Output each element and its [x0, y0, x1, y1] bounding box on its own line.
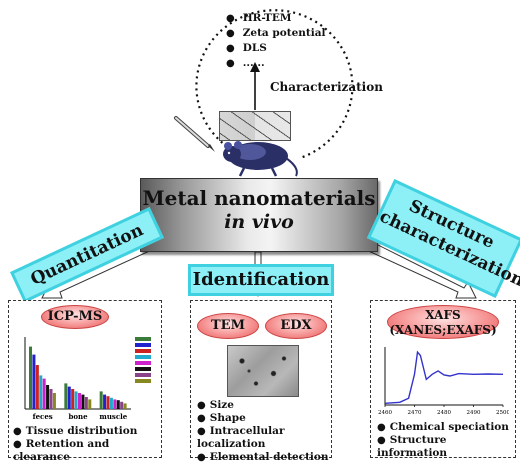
method-item: Zeta potential [226, 26, 326, 41]
x-tick-label: 2480 [437, 410, 451, 416]
xafs-spectrum-line [384, 350, 504, 404]
bar-mark [67, 386, 71, 409]
bar-mark [116, 400, 120, 409]
bar-mark [78, 393, 82, 409]
method-item: ...... [226, 56, 326, 71]
legend-swatch [135, 349, 151, 353]
central-subtitle: in vivo [224, 211, 294, 233]
xafs-line2: (XANES;EXAFS) [389, 323, 497, 337]
identification-bullets: Size Shape Intracellular localization El… [197, 399, 331, 464]
bar-mark [88, 399, 92, 409]
bar-mark [39, 375, 43, 409]
x-tick-label: 2500 [496, 410, 509, 416]
icpms-pill: ICP-MS [41, 305, 109, 329]
icpms-bar-chart: feces bone muscle [24, 337, 151, 421]
bar-mark [109, 397, 113, 409]
identification-panel: TEM EDX Size Shape Intracellular localiz… [190, 300, 332, 463]
bar-mark [49, 389, 53, 409]
arrow-to-structure [361, 239, 477, 299]
characterization-methods-list: HR-TEM Zeta potential DLS ...... [226, 11, 326, 71]
bar-mark [99, 391, 103, 409]
method-item: DLS [226, 41, 326, 56]
identification-bullet: Elemental detection [197, 451, 331, 464]
bar-mark [106, 396, 110, 409]
legend-swatch [135, 379, 151, 383]
cell-tem-image [227, 345, 299, 397]
xafs-bullet: Chemical speciation [377, 421, 515, 434]
bar-mark [74, 391, 78, 409]
x-tick-label: 2490 [467, 410, 481, 416]
legend-swatch [135, 337, 151, 341]
bar-mark [120, 401, 124, 409]
method-item: HR-TEM [226, 11, 326, 26]
tem-micrograph-top [219, 111, 291, 141]
x-tick-label: 2460 [378, 410, 392, 416]
bar-mark [46, 385, 50, 409]
bar-mark [29, 346, 33, 409]
identification-bullet: Shape [197, 412, 331, 425]
bar-mark [42, 378, 46, 409]
legend-swatch [135, 373, 151, 377]
characterization-label: Characterization [270, 80, 383, 94]
xafs-pill: XAFS (XANES;EXAFS) [387, 305, 499, 339]
icpms-bullet: Retention and clearance [13, 438, 161, 464]
central-title: Metal nanomaterials [142, 186, 376, 210]
icpms-bullet: Tissue distribution [13, 425, 161, 438]
xafs-spectrum-chart: 2460 2470 2480 2490 2500 [378, 347, 509, 416]
legend-swatch [135, 361, 151, 365]
identification-label: Identification [188, 264, 334, 296]
mouse-illustration [223, 141, 298, 177]
bar-mark [113, 399, 117, 409]
central-title-box: Metal nanomaterials in vivo [140, 178, 378, 252]
bar-mark [84, 397, 88, 409]
xafs-bullet: Structure information [377, 434, 515, 460]
xafs-bullets: Chemical speciation Structure informatio… [377, 421, 515, 460]
legend-swatch [135, 355, 151, 359]
bar-mark [123, 403, 127, 409]
edx-pill: EDX [265, 313, 327, 339]
x-tick-label: 2470 [408, 410, 422, 416]
bar-mark [103, 394, 107, 409]
legend-swatch [135, 343, 151, 347]
bar-mark [35, 365, 39, 409]
bar-category-label: bone [68, 412, 88, 421]
syringe-icon [174, 116, 215, 152]
bar-category-label: feces [33, 412, 53, 421]
bar-mark [52, 393, 56, 409]
bar-mark [32, 354, 36, 409]
bar-mark [64, 383, 68, 409]
identification-bullet: Size [197, 399, 331, 412]
icpms-bullets: Tissue distribution Retention and cleara… [13, 425, 161, 464]
xafs-line1: XAFS [425, 308, 461, 322]
bar-mark [71, 389, 75, 409]
dotted-cycle-arc [195, 9, 354, 160]
bar-mark [81, 394, 85, 409]
bar-category-label: muscle [99, 412, 127, 421]
tem-pill: TEM [197, 313, 259, 339]
legend-swatch [135, 367, 151, 371]
icpms-panel: ICP-MS feces bone muscle Tissue distributi… [8, 300, 162, 463]
identification-bullet: Intracellular localization [197, 425, 331, 451]
